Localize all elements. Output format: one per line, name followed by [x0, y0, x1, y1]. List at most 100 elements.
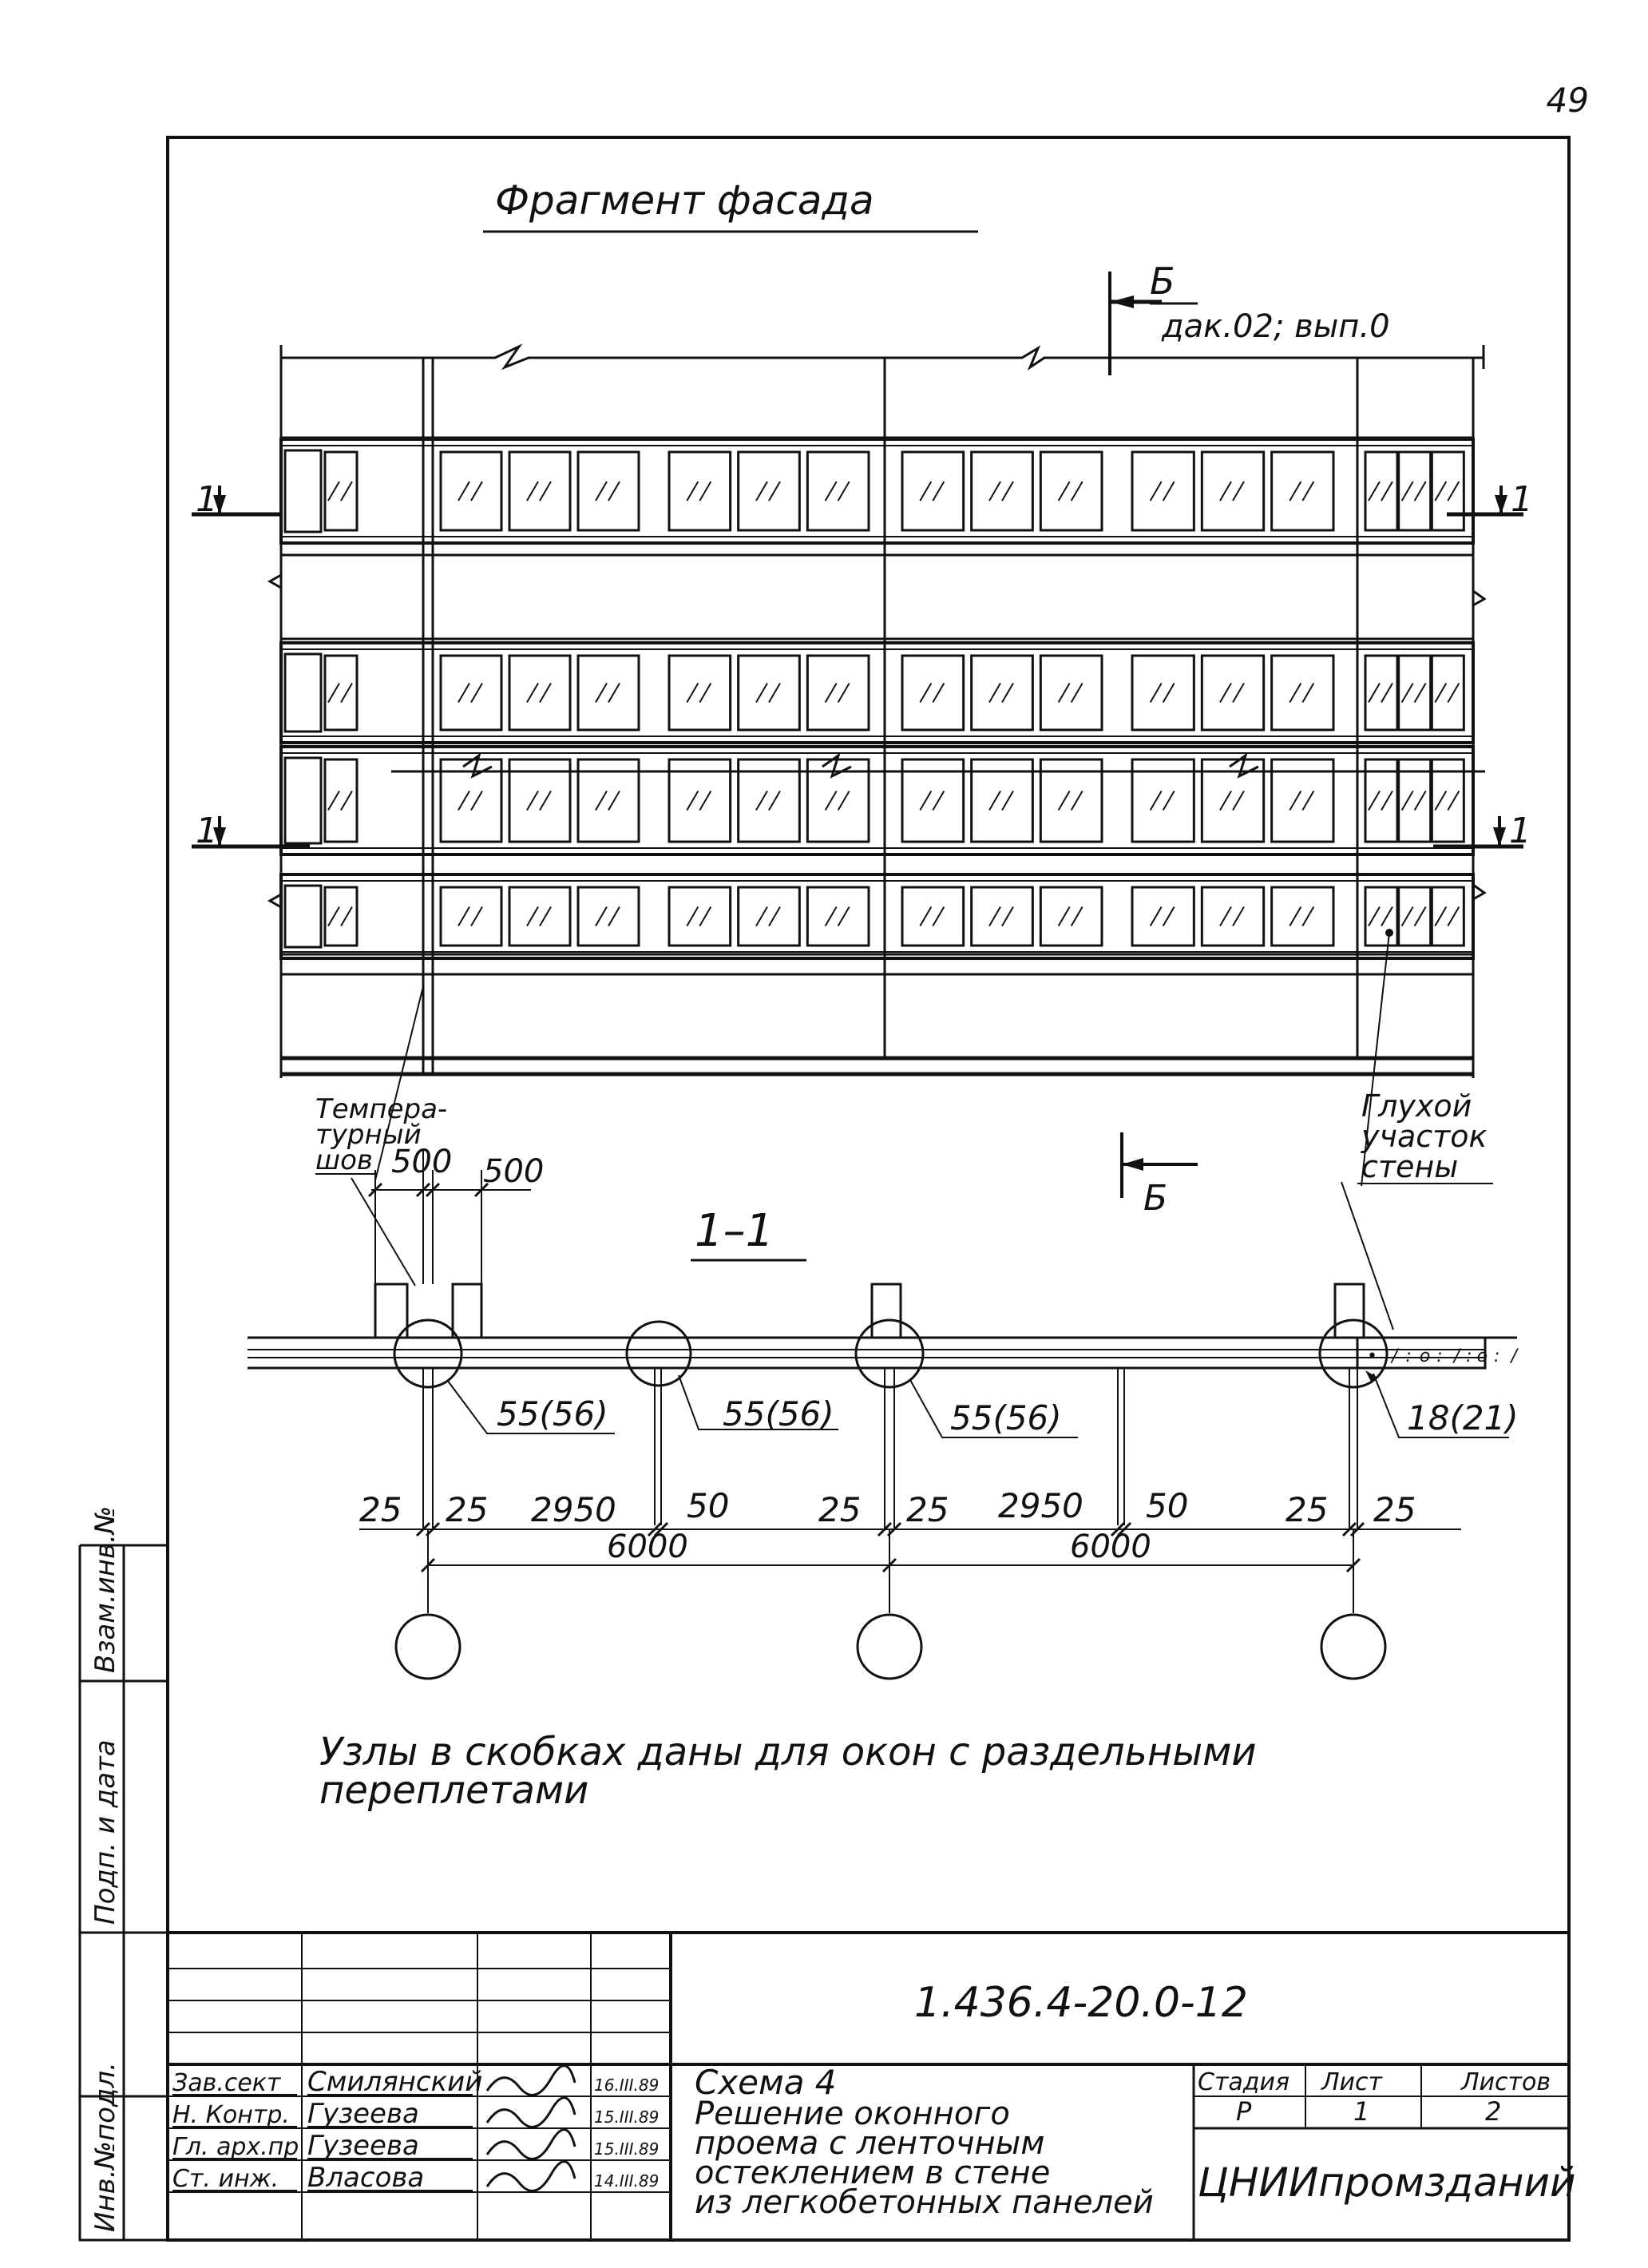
- window-band: [279, 438, 1475, 545]
- stage-header: Стадия: [1198, 2068, 1289, 2096]
- window-pane: [439, 450, 503, 532]
- drawing-title: Фрагмент фасада: [495, 177, 874, 224]
- window-pane: [439, 654, 503, 732]
- node-ref-2: 55(56): [723, 1394, 834, 1433]
- node-ref-4: 18(21): [1407, 1398, 1519, 1437]
- window-pane: [1270, 886, 1335, 947]
- signature: [485, 2064, 576, 2096]
- desc-line-2: Решение оконного: [695, 2096, 1010, 2132]
- facade-fragment: [267, 343, 1487, 1078]
- dim-25-a: 25: [359, 1490, 402, 1529]
- window-pane: [1200, 450, 1266, 532]
- window-pane: [439, 758, 503, 843]
- window-pane: [1270, 758, 1335, 843]
- signature: [485, 2160, 576, 2192]
- sheets-value: 2: [1485, 2096, 1501, 2127]
- sign-date: 16.III.89: [594, 2076, 659, 2095]
- window-pane: [1397, 886, 1432, 947]
- cut-marks-1: 1 1 1 1: [192, 479, 1533, 851]
- window-pane: [323, 886, 359, 947]
- window-pane: [323, 654, 359, 732]
- window-pane: [508, 450, 572, 532]
- temp-joint-l3: шов: [315, 1144, 373, 1176]
- window-pane: [1131, 758, 1195, 843]
- section-1-1-title: 1–1: [695, 1205, 774, 1257]
- window-pane: [737, 758, 801, 843]
- window-pane: [323, 758, 359, 843]
- window-pane: [901, 450, 965, 532]
- stage-value: Р: [1236, 2096, 1252, 2127]
- window-pane: [970, 886, 1034, 947]
- note-line-2: переплетами: [319, 1768, 588, 1813]
- window-pane: [1430, 886, 1465, 947]
- window-pane: [1430, 654, 1465, 732]
- signer-name: Гузеева: [307, 2098, 419, 2130]
- desc-line-3: проема с ленточным: [695, 2125, 1044, 2162]
- window-pane: [970, 450, 1034, 532]
- dim-25-c: 25: [818, 1490, 861, 1529]
- cut-1-right-bottom: 1: [1509, 811, 1531, 851]
- temp-joint-leaders: [351, 985, 424, 1287]
- sheet-frame: [166, 136, 1571, 2242]
- dim-chain-1: [359, 1521, 1461, 1680]
- window-pane: [901, 654, 965, 732]
- window-pane: [1200, 654, 1266, 732]
- window-pane: [576, 886, 640, 947]
- sign-date: 14.III.89: [594, 2171, 659, 2191]
- blank-wall-l1: Глухой: [1361, 1088, 1472, 1124]
- window-pane: [1364, 758, 1399, 843]
- side-stamp-frame: [78, 1544, 168, 2242]
- dim-25-d: 25: [906, 1490, 949, 1529]
- title-block-grid: [168, 1931, 1569, 2240]
- signature: [485, 2128, 576, 2160]
- window-pane: [737, 654, 801, 732]
- dim-500-a: 500: [391, 1144, 452, 1180]
- node-ref-1: 55(56): [497, 1394, 608, 1433]
- section-mark-b-top: Б дак.02; вып.0: [1108, 260, 1390, 375]
- node-ref-3: 55(56): [950, 1398, 1062, 1437]
- window-pane: [576, 758, 640, 843]
- window-pane: [1270, 450, 1335, 532]
- window-pane: [508, 758, 572, 843]
- dim-6000-a: 6000: [607, 1529, 688, 1565]
- window-pane: [1131, 450, 1195, 532]
- window-pane: [1397, 450, 1432, 532]
- blank-wall-l2: участок: [1361, 1119, 1488, 1154]
- window-bands: [279, 436, 1475, 976]
- signer-name: Смилянский: [307, 2066, 482, 2098]
- window-pane: [576, 654, 640, 732]
- signer-role: Гл. арх.пр: [172, 2133, 299, 2161]
- dim-50-b: 50: [1146, 1486, 1188, 1525]
- section-b-lower-label: Б: [1143, 1178, 1167, 1219]
- window-pane: [508, 886, 572, 947]
- page-number: 49: [1547, 81, 1589, 120]
- note-line-1: Узлы в скобках даны для окон с раздельны…: [319, 1730, 1257, 1774]
- window-band: [279, 873, 1475, 960]
- cut-1-left-bottom: 1: [196, 811, 218, 851]
- window-pane: [1131, 886, 1195, 947]
- window-pane: [1131, 654, 1195, 732]
- window-pane: [901, 886, 965, 947]
- window-pane: [970, 758, 1034, 843]
- window-pane: [737, 886, 801, 947]
- dim-25-f: 25: [1373, 1490, 1416, 1529]
- sign-date: 15.III.89: [594, 2107, 659, 2127]
- window-pane: [1200, 758, 1266, 843]
- window-pane: [1364, 654, 1399, 732]
- desc-line-5: из легкобетонных панелей: [695, 2184, 1154, 2221]
- window-pane: [668, 758, 732, 843]
- sheets-header: Листов: [1460, 2068, 1551, 2096]
- dim-6000-b: 6000: [1070, 1529, 1151, 1565]
- cut-1-right-top: 1: [1511, 479, 1533, 520]
- temp-joint-l2: турный: [315, 1119, 422, 1151]
- dim-2950-b: 2950: [998, 1486, 1083, 1525]
- window-pane: [737, 450, 801, 532]
- plan-section: •/:o:/:o:/: [248, 1283, 1519, 1529]
- organization: ЦНИИпромзданий: [1198, 2159, 1575, 2206]
- signer-name: Гузеева: [307, 2130, 419, 2162]
- doc-code: 1.436.4-20.0-12: [914, 1979, 1248, 2027]
- dim-500: [367, 1150, 531, 1284]
- window-pane: [1039, 886, 1103, 947]
